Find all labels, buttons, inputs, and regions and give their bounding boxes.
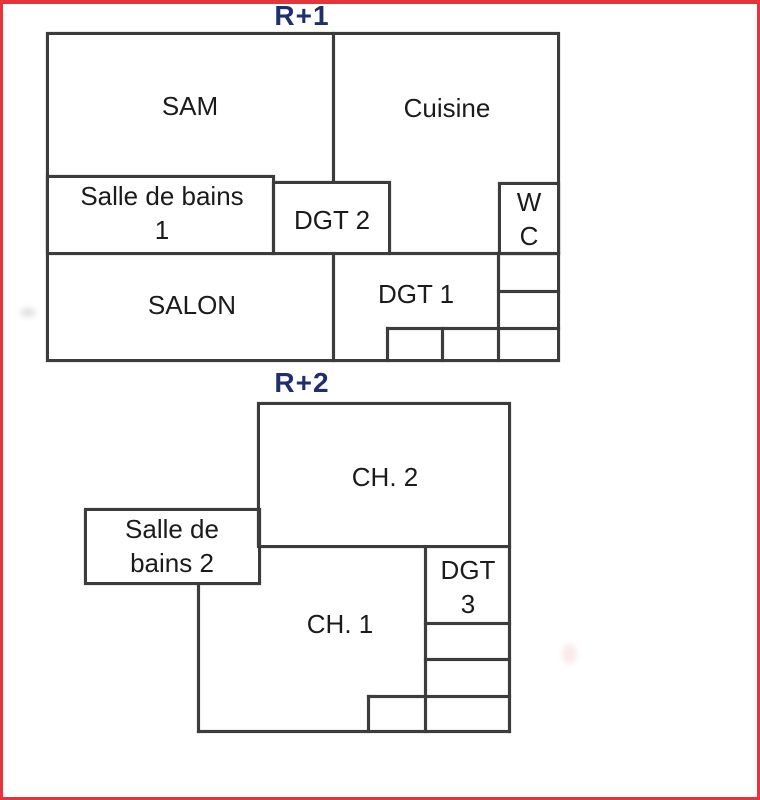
room-label-dgt3-line2: 3 — [460, 589, 476, 619]
wall-r1-stair-bottom-divider-1 — [386, 327, 389, 362]
wall-r2-dgt3-column-left — [424, 545, 427, 733]
floor-title-r1: R+1 — [274, 0, 330, 31]
wall-r2-dgt3-step-line-2 — [424, 658, 511, 661]
room-wc-outline — [498, 182, 560, 255]
wall-r2-dgt3-step-line-3 — [424, 695, 511, 698]
floor-title-r2: R+2 — [274, 367, 330, 398]
room-label-wc-line2: C — [519, 221, 539, 251]
room-label-salle-de-bains-1: Salle de bains 1 — [62, 179, 262, 247]
wall-r1-stair-step-line-2 — [386, 327, 560, 330]
room-label-salon: SALON — [147, 290, 237, 320]
room-label-dgt2: DGT 2 — [293, 205, 371, 235]
room-label-dgt3: DGT 3 — [425, 553, 511, 621]
room-label-wc-line1: W — [516, 187, 542, 217]
scan-smudge-right — [562, 644, 577, 664]
room-dgt2-outline — [272, 181, 391, 255]
room-label-salle-de-bains-2: Salle de bains 2 — [72, 512, 272, 580]
wall-r1-stair-bottom-divider-2 — [441, 327, 444, 362]
scan-smudge-left — [20, 308, 36, 317]
wall-r2-right — [508, 545, 511, 733]
wall-r2-stair-bottom-divider — [367, 695, 370, 733]
wall-r1-cuisine-floor-line — [388, 252, 560, 255]
wall-r2-ch1-left — [197, 583, 200, 733]
room-label-salle-de-bains-2-line2: bains 2 — [130, 548, 214, 578]
wall-r1-sam-cuisine-divider — [332, 32, 335, 182]
room-label-cuisine: Cuisine — [403, 93, 491, 123]
room-label-wc: W C — [498, 185, 560, 253]
wall-r2-bottom — [197, 730, 511, 733]
room-label-dgt3-line1: DGT — [440, 555, 496, 585]
room-label-salle-de-bains-1-line2: 1 — [154, 215, 170, 245]
wall-r2-stair-bottom-top-line — [367, 695, 427, 698]
wall-r1-salon-dgt1-divider — [332, 252, 335, 362]
room-ch2-outline — [257, 402, 511, 548]
room-label-dgt1: DGT 1 — [377, 279, 455, 309]
room-label-salle-de-bains-2-line1: Salle de — [125, 514, 219, 544]
room-salle-de-bains-2-outline — [84, 508, 261, 585]
wall-r1-stair-step-line-1 — [497, 290, 560, 293]
wall-r1-stair-column-left — [497, 252, 500, 362]
room-label-ch2: CH. 2 — [351, 462, 419, 492]
wall-r2-dgt3-step-line-1 — [424, 622, 511, 625]
room-label-ch1: CH. 1 — [306, 609, 374, 639]
room-label-salle-de-bains-1-line1: Salle de bains — [80, 181, 244, 211]
room-label-sam: SAM — [161, 91, 219, 121]
